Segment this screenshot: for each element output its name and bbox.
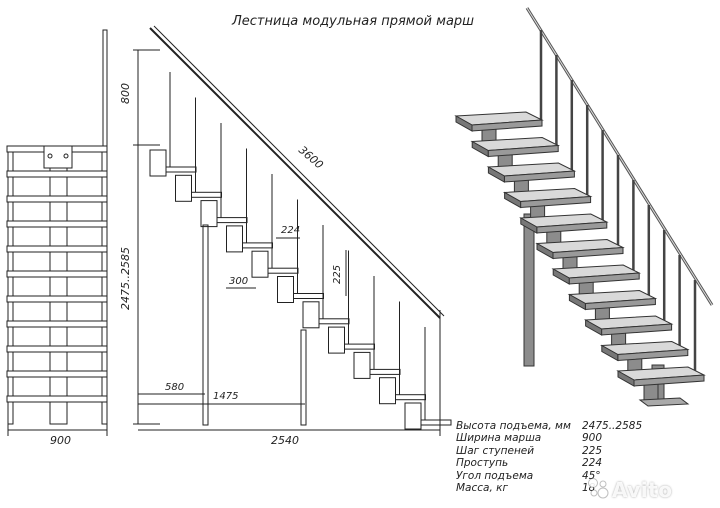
iso-tread-side [536, 242, 554, 260]
dim-tread-depth: 224 [281, 225, 300, 236]
dim-rail-length: 3600 [296, 143, 326, 171]
module-block [353, 351, 371, 379]
spec-table: Высота подъема, мм 2475..2585 Ширина мар… [456, 420, 642, 494]
front-tread [6, 295, 108, 303]
spec-row: Шаг ступеней 225 [456, 445, 642, 457]
side-tread [165, 166, 197, 173]
iso-handrail-highlight [526, 7, 713, 306]
side-tread [267, 267, 299, 274]
spec-value: 45° [582, 469, 601, 482]
front-tread [6, 220, 108, 228]
iso-tread-side [585, 319, 603, 336]
spec-row: Проступь 224 [456, 457, 642, 469]
front-tread [6, 245, 108, 253]
support-post [202, 224, 209, 426]
module-block [175, 174, 192, 202]
dim-total-length: 2540 [271, 434, 299, 447]
front-tread [6, 320, 108, 328]
iso-tread-side [617, 370, 635, 387]
spec-name: Угол подъема [456, 469, 534, 482]
iso-post [523, 213, 535, 367]
side-view [133, 25, 452, 436]
side-tread [191, 191, 222, 198]
dim-step-rise: 225 [332, 265, 343, 284]
spec-name: Ширина марша [456, 432, 542, 445]
dim-left-width: 900 [50, 434, 71, 447]
top-bracket [43, 145, 73, 169]
side-tread [395, 394, 426, 401]
front-tread [6, 270, 108, 278]
spec-name: Проступь [456, 457, 509, 470]
dim-offset-b: 1475 [213, 391, 238, 402]
iso-tread-side [487, 166, 505, 183]
module-block [226, 225, 243, 253]
front-tread [6, 395, 108, 403]
iso-tread-side [504, 191, 522, 209]
handrail-edge [153, 25, 445, 317]
iso-base-plate [638, 397, 690, 407]
side-tread [369, 368, 401, 375]
module-block [251, 250, 269, 278]
dim-tread-width: 300 [229, 276, 248, 287]
module-block [277, 276, 294, 303]
module-block [379, 377, 396, 405]
bolt-icon [63, 153, 69, 159]
front-tread [6, 345, 108, 353]
side-tread [318, 318, 350, 325]
avito-logo-icon [588, 478, 609, 499]
module-block [328, 326, 345, 354]
front-view [6, 29, 108, 436]
side-tread [420, 419, 452, 426]
front-tread [6, 170, 108, 178]
iso-tread-side [601, 344, 619, 362]
side-tread [344, 343, 375, 350]
handrail-post [102, 29, 108, 151]
spec-name: Высота подъема, мм [456, 420, 571, 432]
side-tread [293, 293, 324, 299]
bolt-icon [47, 153, 53, 159]
iso-tread-side [520, 217, 538, 234]
front-tread [6, 195, 108, 203]
module-block [149, 149, 167, 177]
spec-value: 2475..2585 [582, 420, 643, 432]
spec-value: 900 [582, 432, 603, 445]
module-block [302, 301, 320, 329]
spec-name: Масса, кг [456, 482, 509, 495]
iso-tread-side [455, 115, 473, 132]
front-tread [6, 370, 108, 378]
left-post [7, 145, 14, 425]
spec-name: Шаг ступеней [456, 444, 535, 457]
dim-offset-a: 580 [165, 382, 184, 393]
dim-height-top: 800 [119, 83, 132, 104]
right-post [101, 145, 108, 425]
dim-height-range: 2475..2585 [119, 247, 132, 310]
isometric-view [454, 7, 714, 407]
side-tread [242, 242, 273, 249]
side-tread [216, 217, 248, 224]
spec-row: Ширина марша 900 [456, 432, 642, 444]
center-column [49, 145, 68, 425]
support-post [300, 329, 307, 426]
iso-tread-side [471, 140, 489, 158]
spec-row: Угол подъема 45° [456, 470, 642, 482]
spec-value: 225 [582, 444, 603, 457]
module-block [404, 402, 422, 430]
watermark: Avito [612, 478, 673, 502]
module-block [200, 200, 218, 228]
handrail [149, 27, 441, 319]
iso-tread-side [552, 268, 570, 285]
spec-value: 224 [582, 457, 603, 470]
spec-row: Высота подъема, мм 2475..2585 [456, 420, 642, 432]
iso-tread-side [568, 293, 586, 311]
drawing-title: Лестница модульная прямой марш [232, 14, 475, 29]
